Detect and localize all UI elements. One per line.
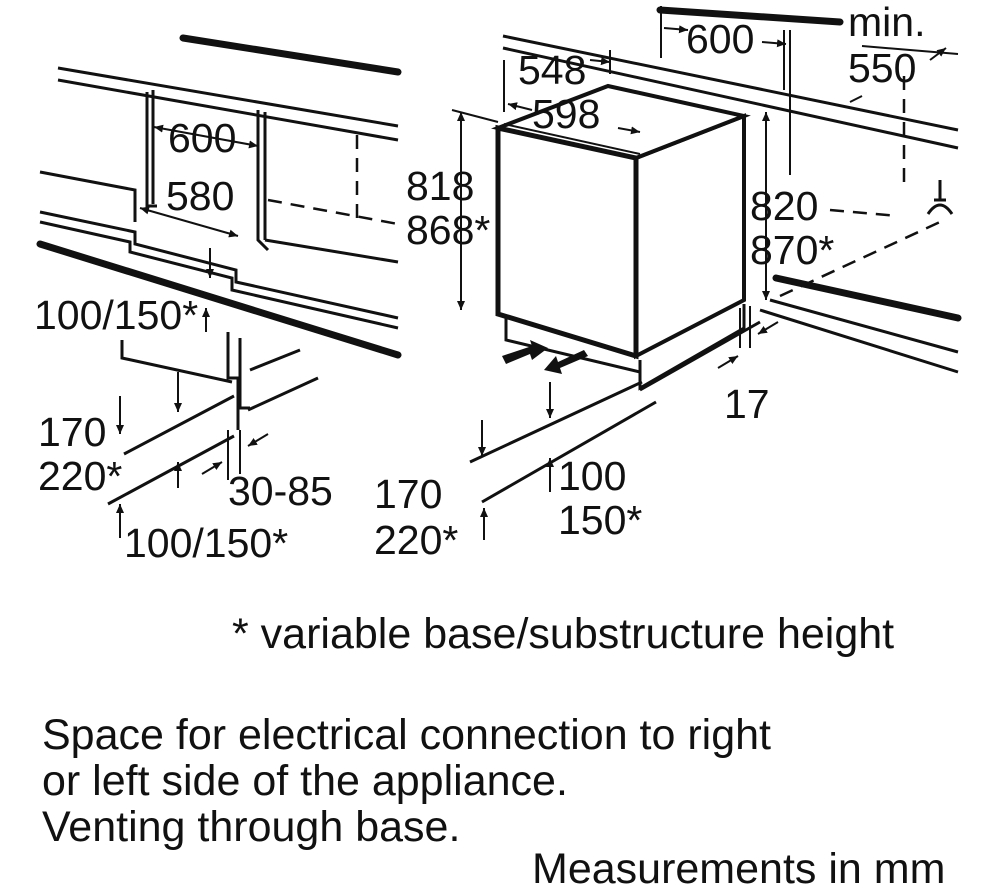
installation-diagram: 600 580 100/150* 170 220* 30-85 100/150* [34, 0, 962, 566]
label-plinth-depth: 30-85 [228, 468, 333, 514]
label-plinth-height: 100/150* [34, 292, 198, 338]
left-niche-wall-right [256, 110, 270, 252]
left-base-line-b [107, 434, 235, 506]
electrical-connection-icon [926, 180, 954, 215]
label-niche-height-b: 870* [750, 227, 834, 273]
left-worktop-front-edge [57, 66, 399, 128]
label-inner-width: 580 [166, 173, 234, 219]
right-base-line-a [469, 380, 643, 464]
air-in-arrow-icon [502, 340, 548, 364]
variable-height-note: * variable base/substructure height [232, 610, 895, 658]
right-worktop-top-edge [656, 6, 844, 26]
left-floor-line-upper [39, 170, 137, 222]
dim-line-niche-width [153, 124, 259, 149]
right-appliance-view: 600 min. 550 548 598 818 868* 820 870* 1… [374, 0, 962, 563]
electrical-note-line-2: or left side of the appliance. [42, 757, 568, 805]
label-niche-height-a: 820 [750, 183, 818, 229]
dim-line-plinth-depth [201, 461, 223, 475]
right-floor-line-back [772, 274, 962, 322]
label-base-height-a: 170 [38, 409, 106, 455]
label-height-b: 868* [406, 207, 490, 253]
vent-airflow-arrows [502, 340, 588, 374]
right-worktop-front-edge [502, 34, 959, 132]
electrical-note-line-1: Space for electrical connection to right [42, 711, 772, 759]
left-base-line-a [123, 394, 235, 456]
dim-line-min [929, 47, 947, 61]
dim-line-inner-width [139, 206, 239, 238]
label-top-width: 600 [686, 16, 754, 62]
right-base-line-b [481, 400, 657, 504]
label-depth: 548 [518, 47, 586, 93]
label-width: 598 [532, 91, 600, 137]
electrical-connection-note: Space for electrical connection to right… [42, 712, 771, 804]
appliance-front-door [495, 124, 639, 360]
label-base-height-b: 220* [38, 453, 122, 499]
label-bottom-height: 100/150* [124, 520, 288, 566]
label-min-value: 550 [848, 45, 916, 91]
dim-line-plinth-offset [717, 355, 739, 369]
label-right-base-height-b: 220* [374, 517, 458, 563]
left-niche-wall-left [145, 92, 157, 208]
label-min: min. [848, 0, 925, 45]
label-vent-height-b: 150* [558, 497, 642, 543]
label-height-a: 818 [406, 163, 474, 209]
left-niche-view: 600 580 100/150* 170 220* 30-85 100/150* [34, 34, 402, 566]
dim-line-top-width [761, 39, 787, 48]
label-niche-width: 600 [168, 115, 236, 161]
air-out-arrow-icon [544, 350, 588, 374]
left-worktop-under-edge [57, 78, 399, 142]
dim-line-width [507, 102, 533, 111]
appliance-plinth [504, 304, 746, 391]
left-plinth-section [226, 332, 240, 430]
label-plinth-offset: 17 [724, 381, 770, 427]
right-floor-line-upper [769, 298, 959, 354]
label-vent-height-a: 100 [558, 453, 626, 499]
left-worktop-top-edge [179, 34, 402, 76]
dim-line-depth [589, 57, 611, 66]
venting-note: Venting through base. [42, 803, 461, 851]
left-floor-line-step [39, 210, 399, 320]
units-note: Measurements in mm [532, 845, 946, 893]
label-right-base-height-a: 170 [374, 471, 442, 517]
left-floor-line-bottom [36, 240, 402, 359]
